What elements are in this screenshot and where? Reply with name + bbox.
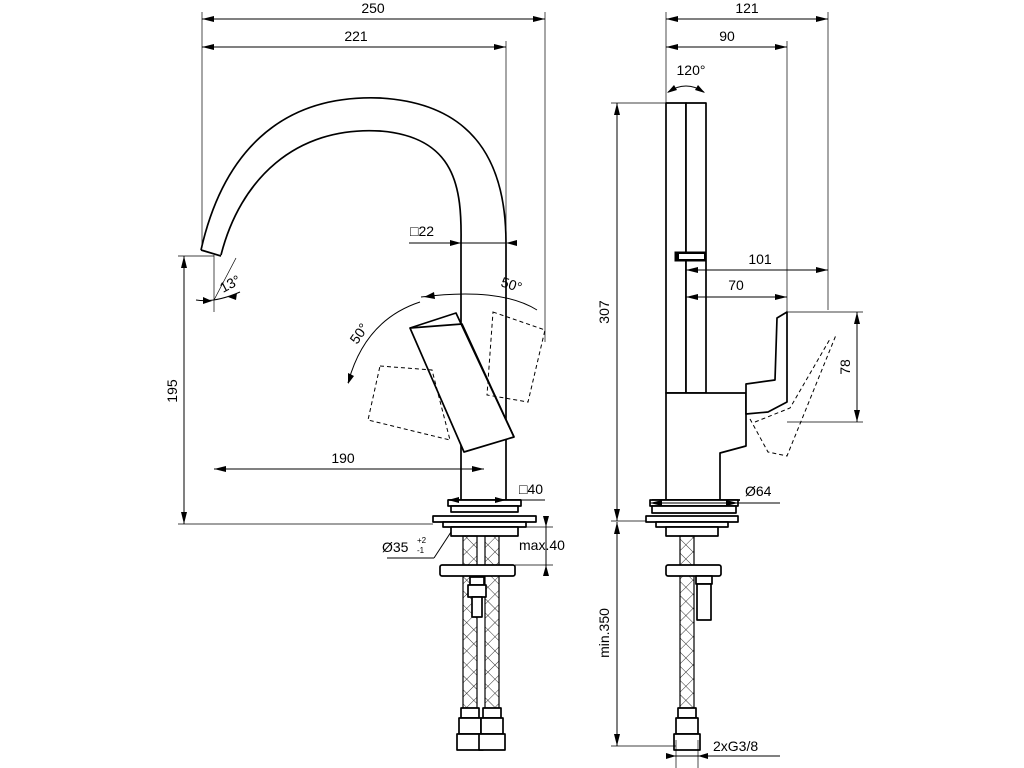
dim-label-connection: 2xG3/8 <box>713 738 758 754</box>
dim-angle-50-right: 50° <box>420 274 538 311</box>
dim-label-50-left: 50° <box>346 320 371 347</box>
dim-label-221: 221 <box>344 28 368 44</box>
side-lever <box>745 311 837 457</box>
dim-label-120-degrees: 120° <box>677 62 706 78</box>
front-mounting <box>432 515 537 751</box>
dim-square-22: □22 <box>409 223 517 246</box>
dim-label-min-350: min.350 <box>596 608 612 658</box>
side-view: 121 90 120° 101 70 <box>596 0 863 768</box>
dim-101: 101 <box>686 251 828 273</box>
dim-label-90: 90 <box>719 28 735 44</box>
dim-label-70: 70 <box>728 277 744 293</box>
front-spout <box>200 97 507 257</box>
dim-label-195: 195 <box>164 379 180 403</box>
dim-307: 307 <box>596 102 666 522</box>
side-mounting <box>645 515 739 751</box>
dim-label-250: 250 <box>361 0 385 16</box>
dim-195: 195 <box>164 255 433 525</box>
dim-90: 90 <box>666 28 788 312</box>
dim-label-max-40: max.40 <box>519 537 565 553</box>
dim-label-diameter-64: Ø64 <box>745 483 772 499</box>
dim-221: 221 <box>202 28 507 243</box>
dim-connection: 2xG3/8 <box>666 738 780 768</box>
dim-min-350: min.350 <box>596 522 676 747</box>
dim-121: 121 <box>665 0 829 310</box>
dim-diameter-64: Ø64 <box>650 483 780 506</box>
dim-label-190: 190 <box>331 450 355 466</box>
dim-label-50-right: 50° <box>499 274 524 296</box>
dim-label-101: 101 <box>748 251 772 267</box>
dim-max-40: max.40 <box>515 516 565 576</box>
dim-label-121: 121 <box>735 0 759 16</box>
dim-250: 250 <box>201 0 546 342</box>
dim-label-307: 307 <box>596 300 612 324</box>
dim-label-tol-upper: +2 <box>417 536 427 545</box>
dim-label-square-22: □22 <box>410 223 434 239</box>
dim-angle-120: 120° <box>667 62 705 93</box>
dim-angle-13: 13° <box>195 255 243 312</box>
dim-78: 78 <box>787 311 863 423</box>
front-view: 250 221 □22 13° <box>164 0 565 751</box>
dim-label-square-40: □40 <box>519 481 543 497</box>
dim-190: 190 <box>214 450 484 472</box>
side-column <box>665 102 707 394</box>
front-lever-ghost <box>367 311 546 441</box>
dim-square-40: □40 <box>448 481 545 503</box>
dim-label-tol-lower: -1 <box>417 546 425 555</box>
dim-label-78: 78 <box>837 359 853 375</box>
side-body <box>649 392 747 514</box>
dim-label-diameter-35: Ø35 <box>382 539 409 555</box>
dim-diameter-35: Ø35 +2 -1 <box>382 531 452 559</box>
dim-70: 70 <box>686 277 787 300</box>
front-lever <box>409 312 515 453</box>
dim-angle-50-left: 50° <box>346 301 421 384</box>
